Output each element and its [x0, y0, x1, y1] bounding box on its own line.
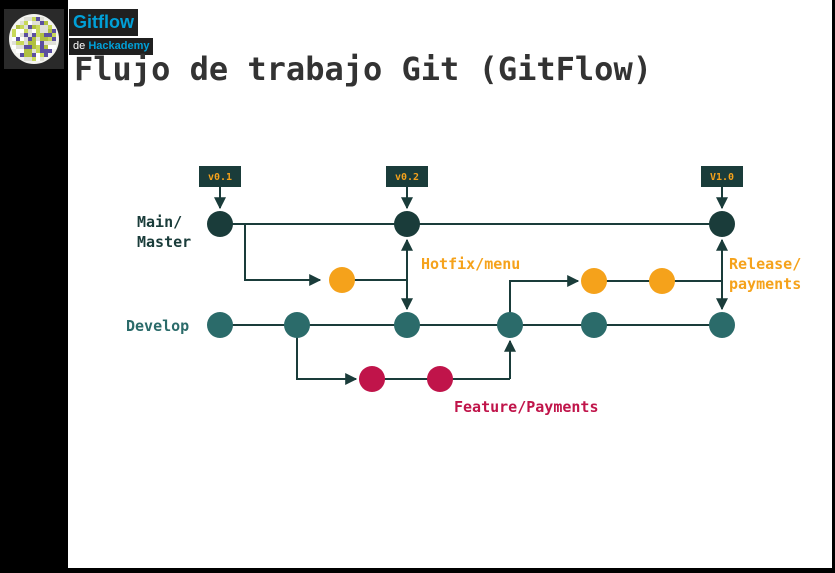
pixel-logo-icon — [9, 14, 59, 64]
feature-branch-path — [296, 325, 358, 385]
course-logo[interactable] — [4, 9, 64, 69]
tag-v10: V1.0 — [701, 166, 743, 187]
release-commit-1 — [581, 268, 607, 294]
slide — [68, 0, 832, 568]
develop-commit-1 — [207, 312, 233, 338]
tag-v02-label: v0.2 — [395, 172, 419, 183]
tag-v01: v0.1 — [199, 166, 241, 187]
develop-branch-label: Develop — [126, 317, 189, 335]
release-branch-label: Release/ payments — [729, 255, 810, 293]
author-prefix: de — [73, 40, 86, 52]
feature-branch-label: Feature/Payments — [454, 398, 599, 416]
develop-commit-5 — [581, 312, 607, 338]
hotfix-commit — [329, 267, 355, 293]
main-commit-3 — [709, 211, 735, 237]
release-branch-path — [509, 275, 580, 325]
course-title[interactable]: Gitflow — [69, 9, 138, 36]
author-brand[interactable]: Hackademy — [88, 40, 150, 52]
main-commit-1 — [207, 211, 233, 237]
main-commit-2 — [394, 211, 420, 237]
develop-commit-3 — [394, 312, 420, 338]
hotfix-branch-path — [244, 224, 322, 286]
feature-commit-1 — [359, 366, 385, 392]
course-header: Gitflow de Hackademy — [4, 9, 164, 69]
slide-title: Flujo de trabajo Git (GitFlow) — [74, 50, 652, 88]
tag-v01-label: v0.1 — [208, 172, 232, 183]
course-author[interactable]: de Hackademy — [69, 38, 154, 55]
tag-v10-label: V1.0 — [710, 172, 734, 183]
hotfix-branch-label: Hotfix/menu — [421, 255, 520, 273]
develop-commit-4 — [497, 312, 523, 338]
main-branch-label: Main/ Master — [137, 213, 191, 251]
feature-commit-2 — [427, 366, 453, 392]
develop-commit-6 — [709, 312, 735, 338]
develop-commit-2 — [284, 312, 310, 338]
release-commit-2 — [649, 268, 675, 294]
tag-v02: v0.2 — [386, 166, 428, 187]
